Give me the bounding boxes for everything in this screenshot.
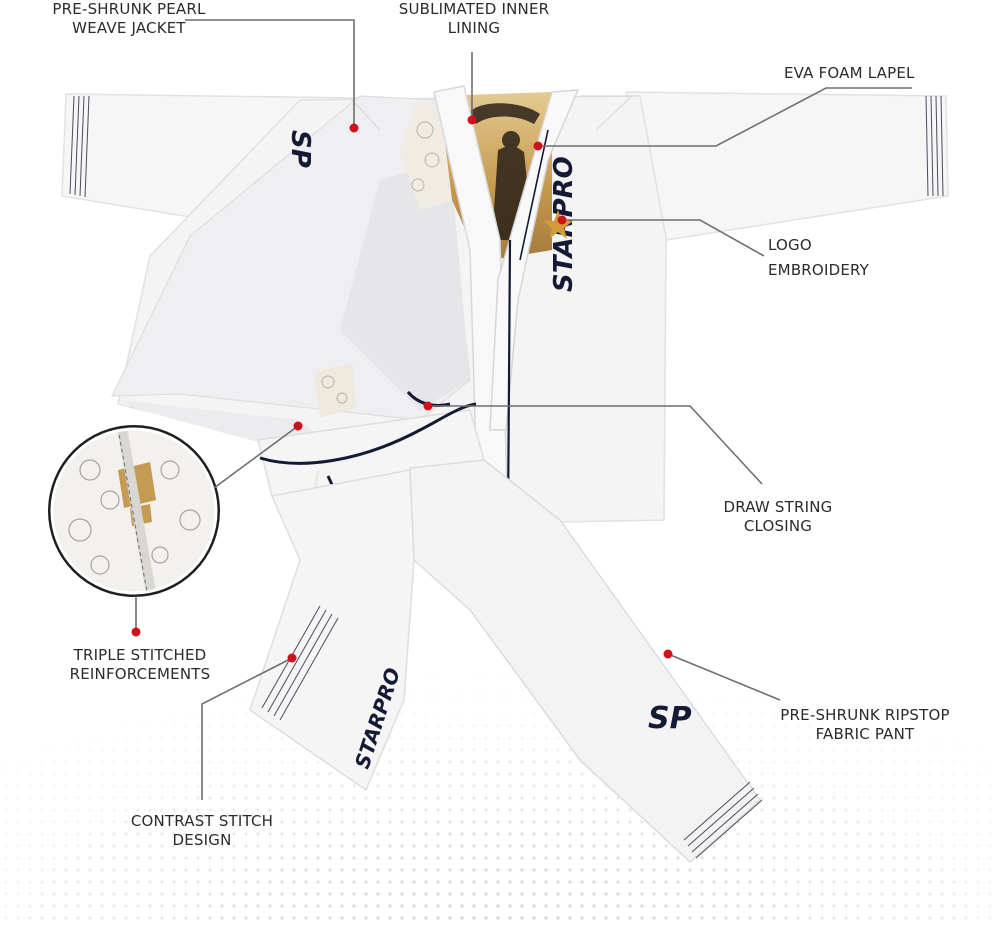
callout-lining: SUBLIMATED INNER LINING [386,0,562,38]
callout-lining-line2: LINING [447,19,501,37]
pant-sp-monogram: SP [648,701,692,736]
callout-logo-line2: EMBROIDERY [768,261,870,279]
callout-triple-line2: REINFORCEMENTS [69,665,211,683]
callout-dots [131,115,673,663]
svg-text:SP: SP [285,130,315,168]
leader-logo [562,219,765,257]
sleeve-sp-monogram: SP [285,130,315,168]
leader-lapel [538,87,912,147]
callout-contrast: CONTRAST STITCH DESIGN [124,812,280,850]
callout-ripstop-line1: PRE-SHRUNK RIPSTOP [780,706,950,724]
pants-right-leg [409,459,762,864]
callout-drawstring-line1: DRAW STRING [723,498,833,516]
leader-drawstring [428,405,763,485]
leader-ripstop [667,653,781,701]
callout-logo-line1: LOGO [768,236,812,254]
chest-logo-star [543,210,573,239]
callout-drawstring: DRAW STRING CLOSING [712,498,844,536]
pants: STARPRO SP [249,390,763,864]
callout-lapel: EVA FOAM LAPEL [784,64,915,83]
callout-contrast-line1: CONTRAST STITCH [130,812,274,830]
leader-jacket [185,19,355,128]
right-cuff-stitching [925,95,944,197]
callout-lining-line1: SUBLIMATED INNER [398,0,550,18]
callout-jacket: PRE-SHRUNK PEARL WEAVE JACKET [34,0,224,38]
drawstring [259,402,477,465]
leader-lines [135,19,912,800]
leader-triple-circle [213,425,299,489]
left-cuff-stitching [69,95,90,198]
callout-jacket-line1: PRE-SHRUNK PEARL [52,0,206,18]
leader-contrast [201,657,293,800]
callout-triple-line1: TRIPLE STITCHED [73,646,207,664]
callout-drawstring-line2: CLOSING [743,517,813,535]
callout-jacket-line2: WEAVE JACKET [72,19,186,37]
callout-triple: TRIPLE STITCHED REINFORCEMENTS [58,646,222,684]
jacket-right-sleeve [625,91,949,241]
callout-ripstop: PRE-SHRUNK RIPSTOP FABRIC PANT [770,706,960,744]
callout-contrast-line2: DESIGN [172,831,232,849]
callout-lapel-line1: EVA FOAM LAPEL [784,64,915,82]
callout-logo: LOGO EMBROIDERY [768,236,869,280]
callout-ripstop-line2: FABRIC PANT [815,725,915,743]
jacket-lapel-right [489,89,580,431]
magnifier-detail [48,425,220,597]
jacket: SP STARPRO [61,85,949,525]
right-hem-stitching [683,781,763,859]
